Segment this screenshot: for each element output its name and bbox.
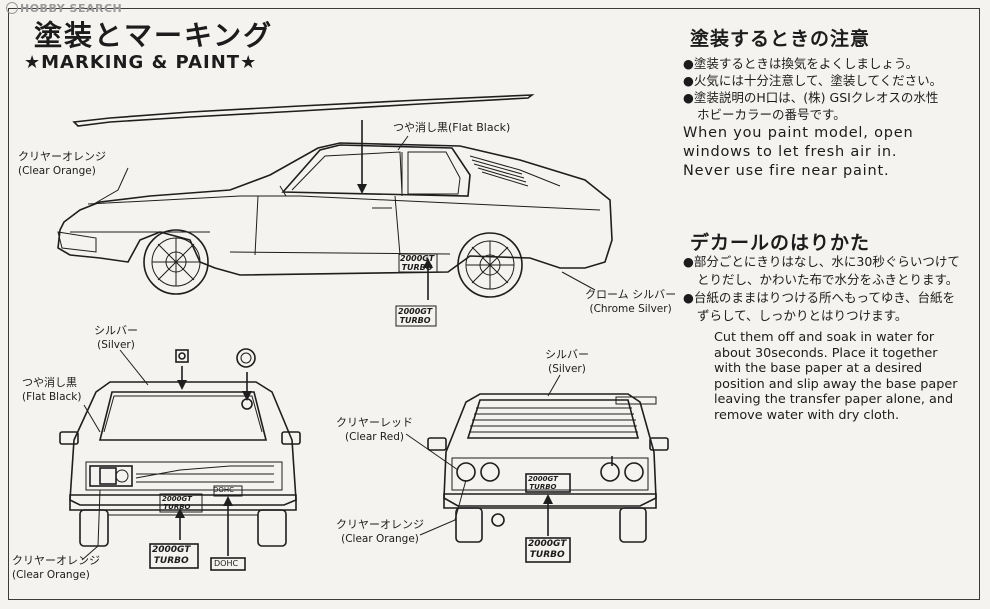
label-silver-front: シルバー (Silver): [94, 324, 138, 351]
label-clear-orange-side: クリヤーオレンジ (Clear Orange): [18, 150, 106, 177]
paint-note-en: When you paint model, open: [683, 125, 914, 141]
paint-note-item: ●塗装説明のH口は、(株) GSIクレオスの水性: [683, 90, 939, 105]
label-chrome-silver: クローム シルバー (Chrome Silver): [585, 288, 677, 315]
rear-view-car: [405, 374, 669, 563]
decal-note-en-line: remove water with dry cloth.: [714, 407, 900, 423]
label-clear-red: クリヤーレッド (Clear Red): [336, 416, 413, 443]
decal-note-en-line: with the base paper at a desired: [714, 361, 923, 376]
label-silver-rear: シルバー (Silver): [545, 348, 589, 375]
decal-note-item: ●部分ごとにきりはなし、水に30秒ぐらいつけて: [683, 254, 960, 269]
page-frame: [8, 8, 980, 600]
label-clear-orange-rear: クリヤーオレンジ (Clear Orange): [336, 518, 424, 545]
decal-notes-heading: デカールのはりかた: [690, 232, 871, 254]
paint-notes: ●塗装するときは換気をよくしましょう。 ●火気には十分注意して、塗装してください…: [683, 55, 983, 180]
decal-note-en-line: Cut them off and soak in water for: [714, 330, 935, 345]
label-flat-black-front: つや消し黒 (Flat Black): [22, 376, 82, 403]
page-title-jp: 塗装とマーキング: [34, 19, 274, 52]
side-view-car: [57, 94, 613, 327]
decal-notes: ●部分ごとにきりはなし、水に30秒ぐらいつけて とりだし、かわいた布で水分をふき…: [683, 253, 983, 325]
front-view-car: [59, 348, 301, 571]
label-clear-orange-front: クリヤーオレンジ (Clear Orange): [12, 554, 100, 581]
watermark-logo-icon: [6, 2, 18, 14]
watermark: HOBBY SEARCH: [6, 2, 122, 15]
decal-note-item-cont: ずらして、しっかりとはりつけます。: [697, 308, 908, 323]
decal-note-en-line: position and slip away the base paper: [714, 376, 958, 392]
paint-note-en: Never use fire near paint.: [683, 163, 890, 179]
paint-notes-heading: 塗装するときの注意: [690, 28, 871, 50]
front-dohc-decal: DOHC: [214, 559, 239, 568]
decal-note-en-line: about 30seconds. Place it together: [714, 345, 938, 361]
page-title-en: ★MARKING & PAINT★: [24, 52, 258, 73]
decal-note-item: ●台紙のままはりつける所へもってゆき、台紙を: [683, 290, 956, 305]
paint-note-item: ●塗装するときは換気をよくしましょう。: [683, 56, 919, 71]
front-dohc-emblem: DOHC: [213, 486, 235, 494]
paint-note-item: ●火気には十分注意して、塗装してください。: [683, 73, 943, 88]
label-flat-black-side: つや消し黒(Flat Black): [393, 121, 511, 134]
decal-note-item-cont: とりだし、かわいた布で水分をふきとります。: [697, 272, 959, 287]
decal-note-en-line: leaving the transfer paper alone, and: [714, 392, 954, 407]
decal-notes-en: Cut them off and soak in water for about…: [714, 330, 984, 423]
paint-note-item-cont: ホビーカラーの番号です。: [697, 107, 846, 122]
paint-note-en: windows to let fresh air in.: [683, 144, 898, 160]
